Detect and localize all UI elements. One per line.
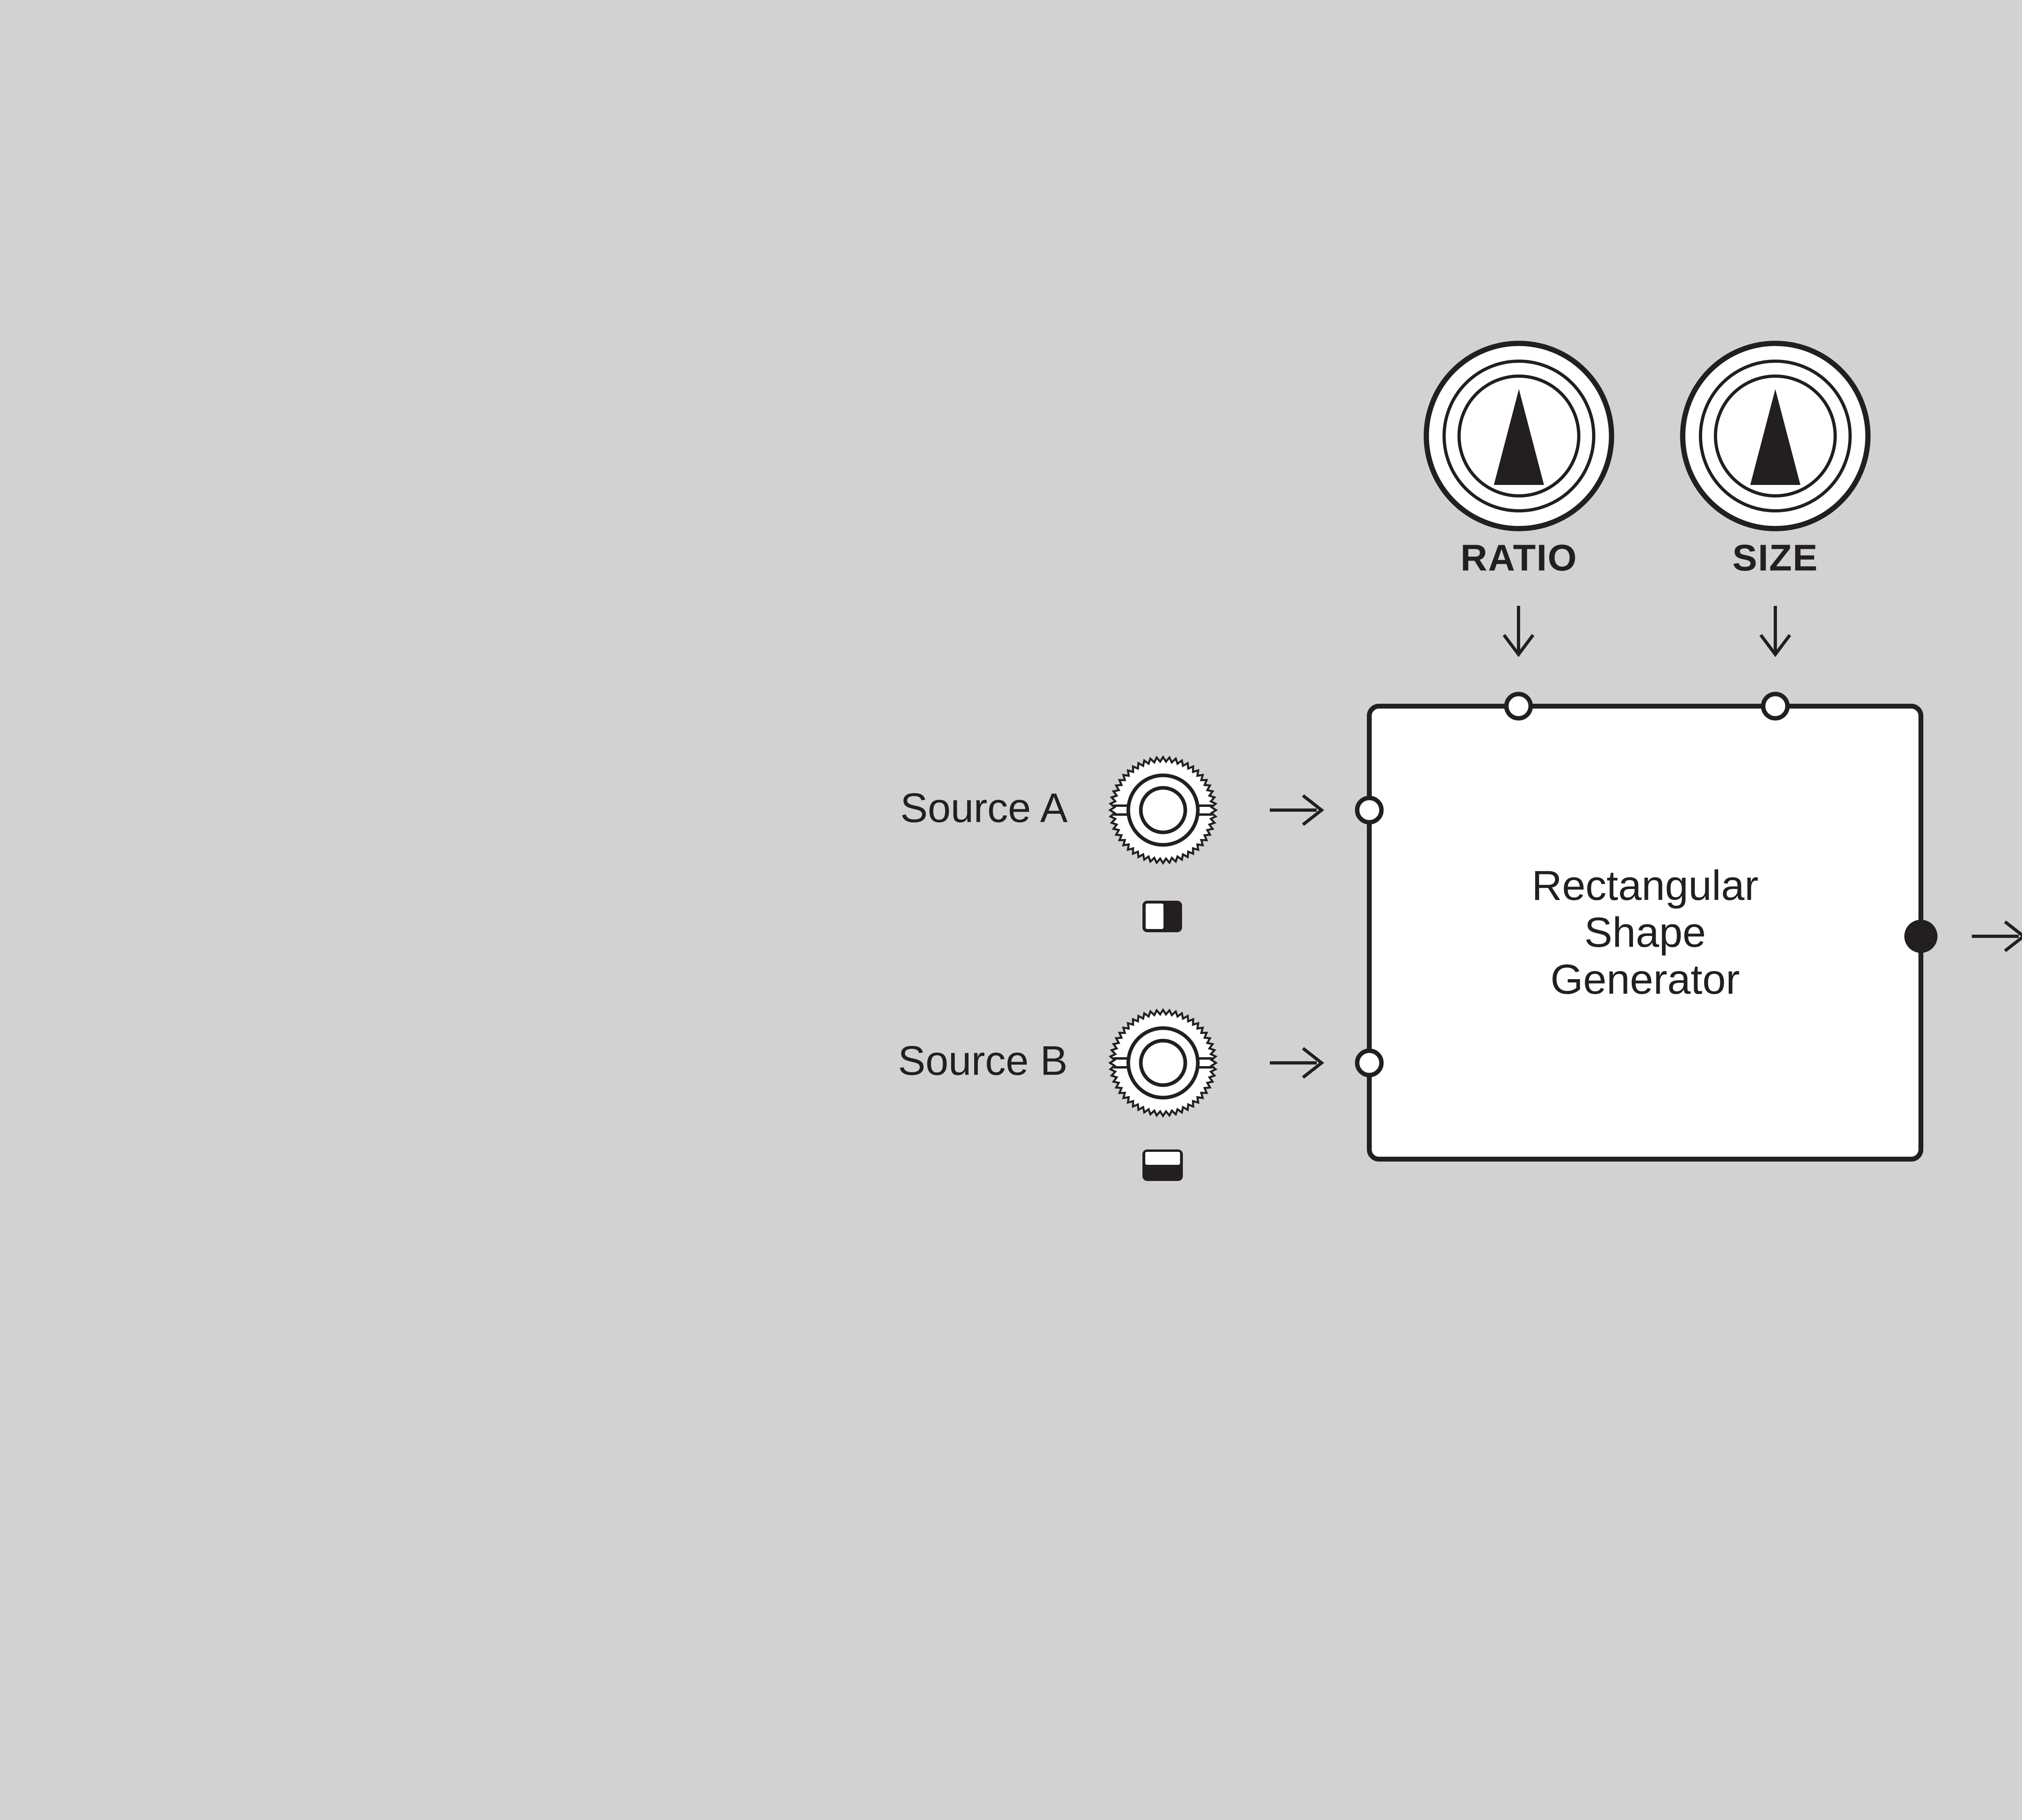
- size-input-port[interactable]: [1761, 692, 1790, 721]
- source-b-jack-icon[interactable]: [1110, 1010, 1216, 1116]
- source-b-input-port[interactable]: [1355, 1048, 1384, 1077]
- ratio-knob[interactable]: [1426, 343, 1612, 529]
- ratio-arrow-down-icon: [1502, 606, 1535, 657]
- ratio-input-port[interactable]: [1504, 692, 1533, 721]
- landscape-rect-icon: [1142, 1149, 1183, 1181]
- source-b-label: Source B: [898, 1037, 1068, 1084]
- size-knob[interactable]: [1683, 343, 1868, 529]
- source-a-input-port[interactable]: [1355, 796, 1384, 825]
- output-port[interactable]: [1904, 920, 1937, 953]
- source-a-arrow-right-icon: [1270, 794, 1324, 826]
- box-title-line: Shape: [1584, 909, 1706, 956]
- box-title-line: Rectangular: [1531, 862, 1759, 909]
- source-a-label: Source A: [900, 785, 1068, 831]
- size-arrow-down-icon: [1759, 606, 1791, 657]
- box-title-line: Generator: [1550, 956, 1740, 1003]
- generator-box-title: Rectangular Shape Generator: [1402, 862, 1888, 1003]
- output-arrow-right-icon: [1972, 920, 2022, 952]
- source-b-arrow-right-icon: [1270, 1047, 1324, 1079]
- portrait-rect-icon: [1142, 901, 1182, 932]
- size-knob-label: SIZE: [1732, 537, 1819, 579]
- ratio-knob-label: RATIO: [1460, 537, 1578, 579]
- source-a-jack-icon[interactable]: [1110, 757, 1216, 863]
